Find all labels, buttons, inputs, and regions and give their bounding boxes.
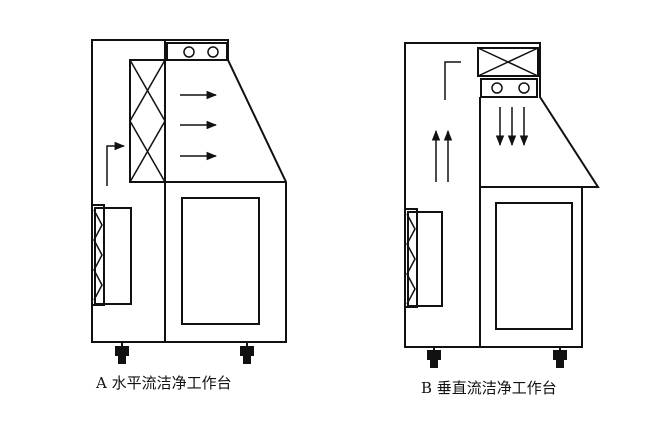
caption-vertical-flow: B 垂直流洁净工作台 (421, 379, 557, 397)
bench-b-fan-box (480, 78, 538, 98)
bench-b-caster (553, 347, 567, 368)
bench-b-caster (427, 347, 441, 368)
bench-a-caster (240, 342, 254, 364)
bench-a-hepa-filter (129, 59, 166, 183)
bench-a-intake-arrow (106, 141, 126, 186)
bench-a-door-panel (181, 197, 260, 325)
bench-a-fan-box (166, 42, 228, 61)
bench-b-door-panel (495, 202, 573, 330)
horizontal-flow-bench (91, 39, 287, 364)
bench-a-caster (115, 342, 129, 364)
bench-a-hood (164, 39, 287, 343)
caption-horizontal-flow: A 水平流洁净工作台 (95, 374, 232, 392)
vertical-flow-bench (404, 42, 600, 368)
bench-b-hepa-filter (477, 47, 539, 77)
bench-b-intake-arrow (444, 61, 461, 100)
